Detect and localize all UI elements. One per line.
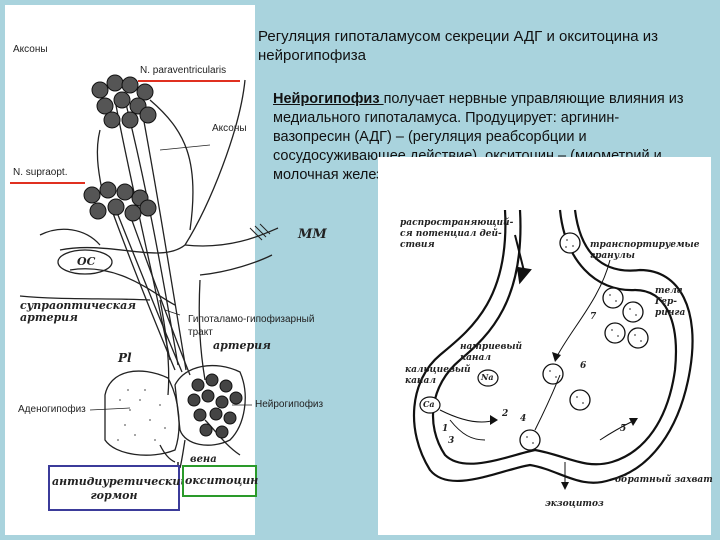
na-channel-label: натриевый канал <box>460 342 523 363</box>
adh-box-label: антидиуретический гормон <box>52 475 189 502</box>
ca-symbol: Ca <box>423 399 435 409</box>
step-number: 5 <box>620 424 627 434</box>
step-number: 4 <box>520 414 527 424</box>
capture-label: обратный захват <box>615 475 713 485</box>
herring-label: тела Гер-ринга <box>655 286 686 318</box>
axons-mid-label: Аксоны <box>212 123 247 134</box>
adenohypophysis-label: Аденогипофиз <box>18 404 86 415</box>
n-supraopt-underline <box>10 182 85 184</box>
exocytosis-label: экзоцитоз <box>545 499 604 509</box>
step-number: 7 <box>590 312 597 322</box>
description-term: Нейрогипофиз <box>273 91 384 107</box>
n-paraventricularis-label: N. paraventricularis <box>140 65 227 76</box>
action-potential-label: распространяющий-ся потенциал дей-ствия <box>400 218 514 250</box>
ca-channel-label: кальциевый канал <box>405 365 471 386</box>
n-supraopt-label: N. supraopt. <box>13 167 68 178</box>
tract-label: Гипоталамо-гипофизарный тракт <box>188 314 315 338</box>
neurohypophysis-label: Нейрогипофиз <box>255 399 324 410</box>
axons-top-label: Аксоны <box>13 44 48 55</box>
nerve-terminal-diagram <box>378 157 711 535</box>
n-paraventricularis-underline <box>138 80 240 82</box>
supraoptic-artery-label: супраоптическая артерия <box>20 299 136 324</box>
step-number: 1 <box>442 424 449 434</box>
adh-box <box>48 465 180 511</box>
oc-label: OC <box>77 255 96 268</box>
oxytocin-box-label: окситоцин <box>185 474 259 487</box>
pl-label: Pl <box>118 351 132 365</box>
artery-label: артерия <box>213 339 271 352</box>
step-number: 6 <box>580 361 587 371</box>
step-number: 2 <box>502 409 509 419</box>
mm-label: MM <box>298 227 327 242</box>
na-symbol: Na <box>481 372 494 382</box>
vein-label: вена <box>190 454 217 465</box>
page-title: Регуляция гипоталамусом секреции АДГ и о… <box>258 28 659 64</box>
oxytocin-box <box>182 465 257 497</box>
granules-label: транспортируемые гранулы <box>590 240 700 261</box>
step-number: 3 <box>448 436 455 446</box>
